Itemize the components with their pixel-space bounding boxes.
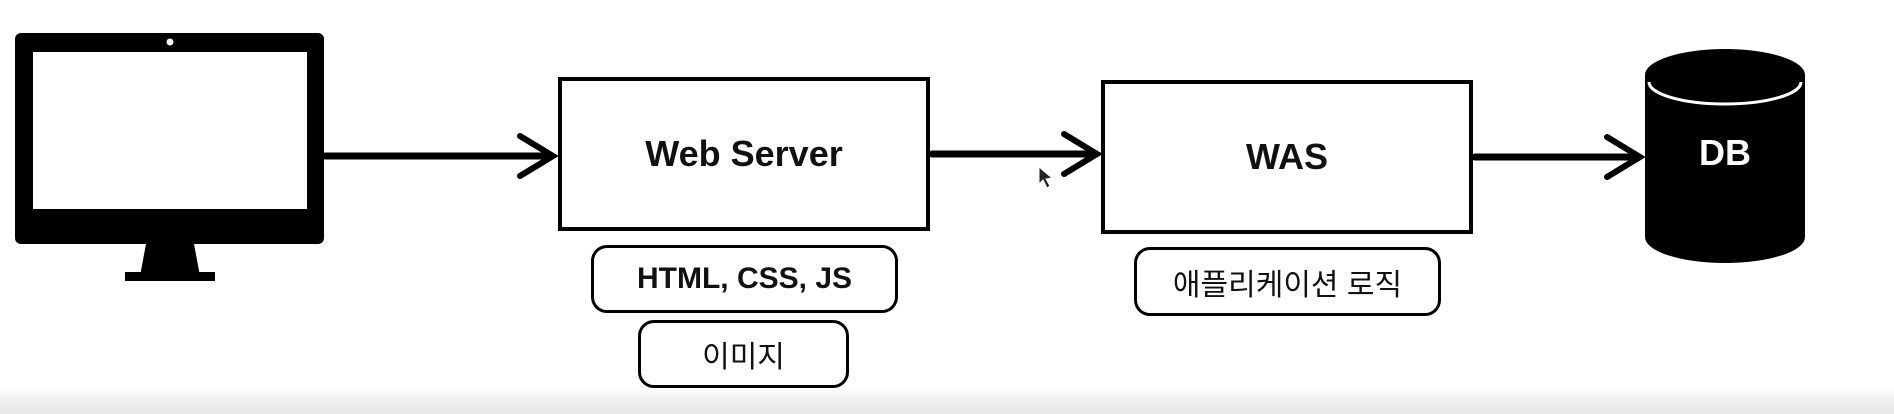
image-resources-pill: 이미지: [638, 320, 849, 388]
static-resources-pill: HTML, CSS, JS: [591, 245, 898, 313]
web-server-label: Web Server: [645, 133, 843, 174]
bottom-shadow: [0, 388, 1894, 414]
was-box: WAS: [1101, 80, 1473, 234]
was-label: WAS: [1245, 136, 1328, 177]
arrow-webserver-to-was: [928, 131, 1103, 177]
monitor-icon: [15, 33, 324, 281]
mouse-cursor-icon: [1038, 165, 1054, 189]
image-resources-label: 이미지: [702, 341, 785, 374]
application-logic-pill: 애플리케이션 로직: [1134, 247, 1441, 316]
application-logic-label: 애플리케이션 로직: [1172, 268, 1403, 302]
arrow-client-to-webserver: [321, 133, 559, 179]
database-icon: [1645, 49, 1805, 263]
static-resources-label: HTML, CSS, JS: [636, 262, 853, 295]
web-server-box: Web Server: [558, 77, 930, 231]
db-label: DB: [1699, 132, 1751, 173]
arrow-was-to-db: [1471, 134, 1646, 180]
